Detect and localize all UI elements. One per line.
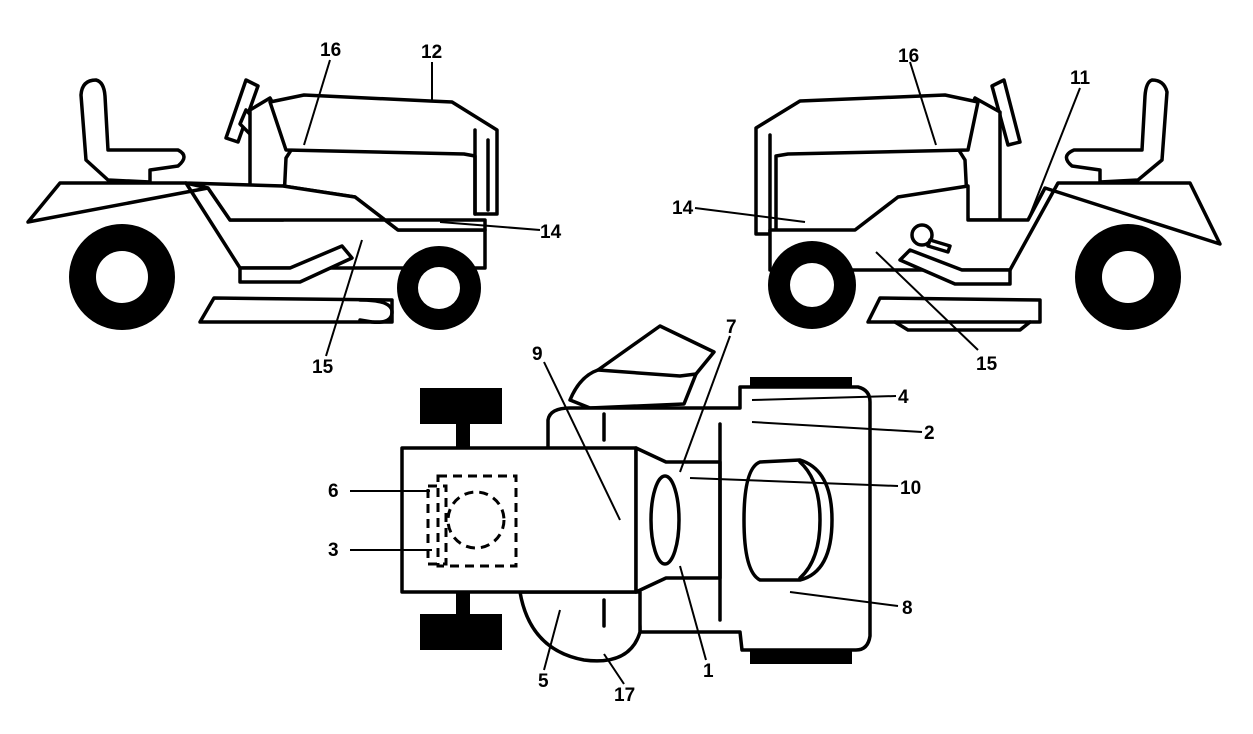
callout-top-2: 2 bbox=[924, 423, 935, 444]
left-side-view bbox=[26, 78, 499, 330]
callout-top-17: 17 bbox=[614, 685, 635, 706]
callout-top-4: 4 bbox=[898, 387, 909, 408]
callout-left-12: 12 bbox=[421, 42, 442, 63]
callout-right-15: 15 bbox=[976, 354, 998, 375]
callout-left-14: 14 bbox=[540, 222, 562, 243]
right-side-view bbox=[754, 78, 1222, 332]
callout-top-1: 1 bbox=[703, 661, 714, 682]
callout-top-7: 7 bbox=[726, 317, 737, 338]
callout-left-15: 15 bbox=[312, 357, 334, 378]
callout-top-9: 9 bbox=[532, 344, 543, 365]
callout-top-5: 5 bbox=[538, 671, 549, 692]
callout-top-3: 3 bbox=[328, 540, 339, 561]
leader-lines bbox=[303, 59, 1081, 685]
callout-top-8: 8 bbox=[902, 598, 913, 619]
callout-top-6: 6 bbox=[328, 481, 339, 502]
callout-right-11: 11 bbox=[1070, 68, 1091, 89]
callout-right-16: 16 bbox=[898, 46, 919, 67]
callout-right-14: 14 bbox=[672, 198, 694, 219]
top-view bbox=[400, 324, 872, 664]
callout-top-10: 10 bbox=[900, 478, 921, 499]
callout-labels: 16 12 14 15 16 11 14 15 9 7 4 2 10 6 3 8… bbox=[312, 40, 1091, 706]
callout-left-16: 16 bbox=[320, 40, 341, 61]
